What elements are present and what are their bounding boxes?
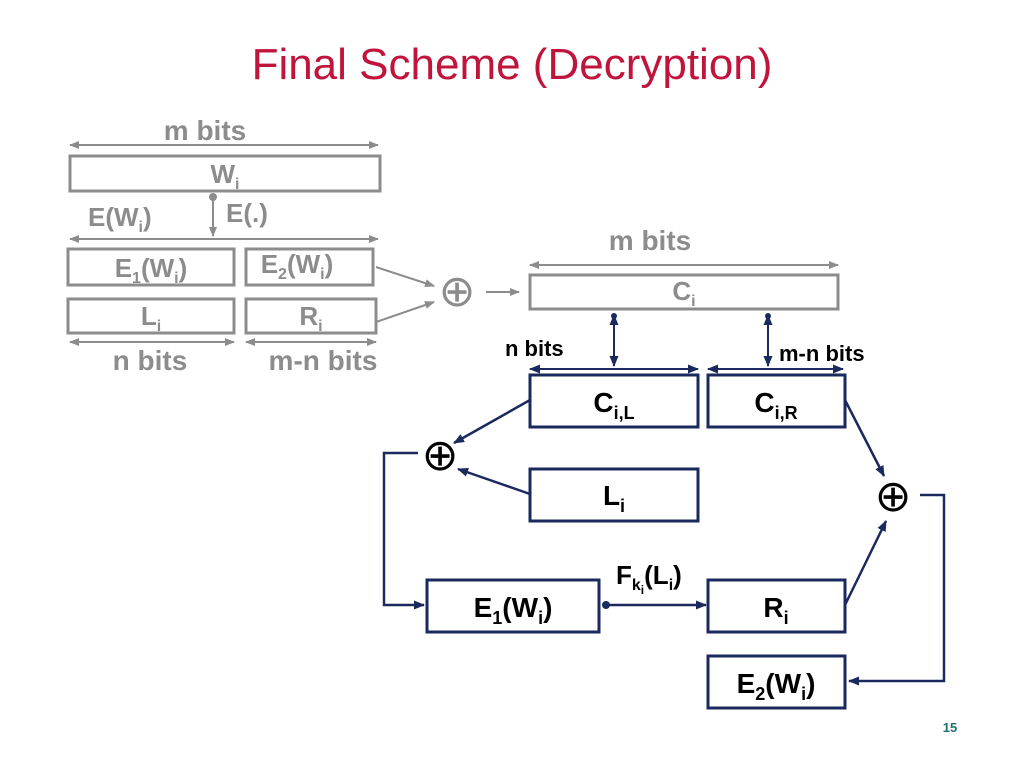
xor-left-icon: ⊕ xyxy=(422,430,459,481)
split-right-dot xyxy=(765,313,771,319)
li-to-xor-arrow xyxy=(457,467,531,496)
page-number: 15 xyxy=(942,720,958,735)
e2-box xyxy=(244,247,375,287)
r-to-xor-arrow xyxy=(375,301,435,323)
ri-box-label: Ri xyxy=(763,592,788,628)
e1-decrypt-box xyxy=(425,578,601,634)
e1-box-label: E1(Wi) xyxy=(115,253,188,287)
page-title: Final Scheme (Decryption) xyxy=(251,40,773,89)
n-bits-label: n bits xyxy=(113,345,188,376)
l-box-label: Li xyxy=(141,301,161,335)
r-box-label: Ri xyxy=(299,301,322,335)
e1-decrypt-label: E1(Wi) xyxy=(474,592,553,628)
split-left-dot xyxy=(611,313,617,319)
c-box xyxy=(528,273,840,311)
decryption-flow-group: n bits m-n bits Ci,L Ci,R ⊕ Li E1(Wi) Fk… xyxy=(382,313,946,710)
xor-to-e1-connector xyxy=(382,451,425,610)
e2-to-xor-arrow xyxy=(375,266,435,287)
li-box-label: Li xyxy=(603,480,625,516)
cir-box-label: Ci,R xyxy=(754,387,797,423)
r-box xyxy=(244,297,378,335)
xor-right-icon: ⊕ xyxy=(875,471,912,522)
xor-to-e2-connector xyxy=(848,493,946,686)
ri-box xyxy=(706,578,847,634)
xor-gray-icon: ⊕ xyxy=(439,266,476,317)
w-box-label: Wi xyxy=(211,159,240,193)
ri-to-xor-arrow xyxy=(843,520,888,606)
e2-decrypt-box xyxy=(706,654,847,710)
e-w-label: E(Wi) xyxy=(88,202,152,236)
w-box xyxy=(68,154,382,193)
c-m-bits-label: m bits xyxy=(609,225,691,256)
fk-label: Fki(Li) xyxy=(616,560,682,597)
e-func-dot xyxy=(209,193,217,201)
m-bits-label: m bits xyxy=(164,115,246,146)
e2-decrypt-label: E2(Wi) xyxy=(737,668,816,704)
e-func-label: E(.) xyxy=(226,198,268,228)
fk-dot xyxy=(602,601,610,609)
mn-bits-label-right: m-n bits xyxy=(779,341,865,366)
c-box-label: Ci xyxy=(672,276,695,310)
cil-box-label: Ci,L xyxy=(593,387,634,423)
encryption-recap-group: m bits Wi E(Wi) E(.) E1(Wi) E2(Wi) Li Ri… xyxy=(66,115,840,376)
l-box xyxy=(66,297,236,335)
e2-box-label: E2(Wi) xyxy=(261,249,334,283)
cir-to-xor-arrow xyxy=(843,399,886,477)
e1-box xyxy=(66,247,236,287)
cil-to-xor-arrow xyxy=(453,398,531,445)
li-box xyxy=(528,467,700,523)
n-bits-label-right: n bits xyxy=(505,336,564,361)
mn-bits-label: m-n bits xyxy=(269,345,378,376)
